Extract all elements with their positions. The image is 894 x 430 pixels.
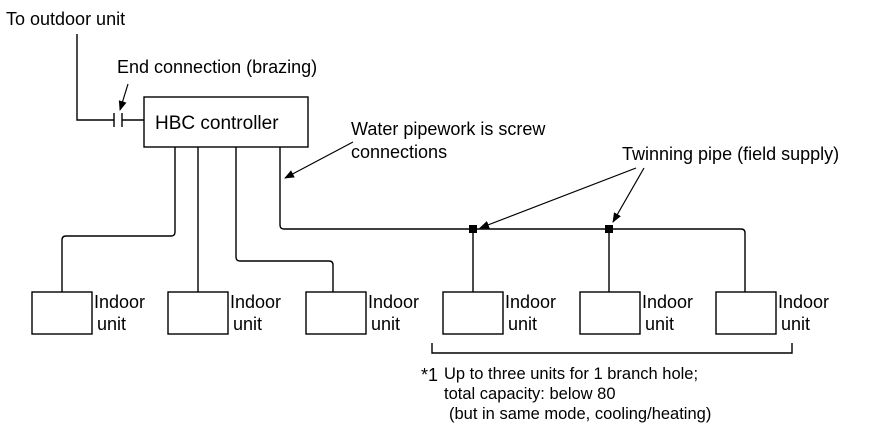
hbc-controller-box: [143, 96, 309, 148]
indoor-unit-box-4: [442, 291, 504, 335]
indoor-unit-box-6: [715, 291, 777, 335]
indoor-unit-label-3a: Indoor: [368, 292, 419, 312]
indoor-unit-label-2b: unit: [233, 314, 262, 334]
indoor-unit-box-3: [305, 291, 367, 335]
group-bracket: [431, 343, 793, 354]
brazing-arrow: [118, 83, 129, 111]
branch-pipe-4: [279, 147, 746, 292]
indoor-unit-label-5b: unit: [645, 314, 674, 334]
water-pipework-label-line2: connections: [351, 142, 447, 162]
outdoor-label: To outdoor unit: [6, 9, 125, 29]
twinning-junction-2: [605, 225, 613, 233]
indoor-unit-label-1b: unit: [97, 314, 126, 334]
indoor-unit-box-5: [579, 291, 641, 335]
indoor-unit-label-5a: Indoor: [642, 292, 693, 312]
indoor-unit-label-3b: unit: [371, 314, 400, 334]
indoor-unit-label-6a: Indoor: [778, 292, 829, 312]
indoor-unit-box-2: [167, 291, 229, 335]
indoor-unit-label-4a: Indoor: [505, 292, 556, 312]
twinning-pipe-label: Twinning pipe (field supply): [622, 144, 839, 164]
branch-pipe-1: [61, 147, 176, 292]
twinning-arrow-1: [479, 167, 637, 229]
water-pipework-arrow: [284, 141, 354, 179]
branch-pipe-3: [235, 147, 334, 292]
indoor-unit-label-1a: Indoor: [94, 292, 145, 312]
water-pipework-label-line1: Water pipework is screw: [351, 119, 546, 139]
indoor-unit-box-1: [31, 291, 93, 335]
note-line2: total capacity: below 80: [444, 385, 616, 403]
controller-label: HBC controller: [155, 113, 279, 134]
indoor-unit-label-6b: unit: [781, 314, 810, 334]
indoor-unit-label-2a: Indoor: [230, 292, 281, 312]
note-line3: (but in same mode, cooling/heating): [449, 405, 711, 423]
indoor-unit-label-4b: unit: [508, 314, 537, 334]
twinning-junction-1: [469, 225, 477, 233]
note-line1: Up to three units for 1 branch hole;: [444, 365, 698, 383]
outdoor-pipe: [76, 34, 144, 121]
end-connection-label: End connection (brazing): [117, 57, 317, 77]
note-marker: *1: [421, 365, 438, 385]
twinning-arrow-2: [612, 167, 645, 223]
